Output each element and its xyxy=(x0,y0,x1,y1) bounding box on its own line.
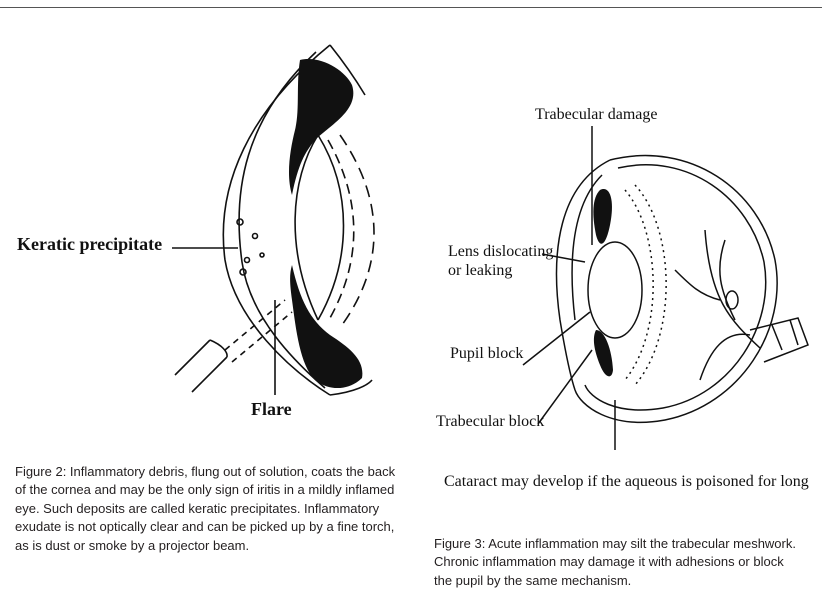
lens-dislocating-label-line1: Lens dislocating xyxy=(448,243,553,261)
figure-3-illustration: Trabecular damage Lens dislocating or le… xyxy=(420,0,822,500)
cataract-label: Cataract may develop if the aqueous is p… xyxy=(444,473,809,491)
keratic-precipitate-label: Keratic precipitate xyxy=(17,234,162,255)
figure-2-illustration: Keratic precipitate Flare xyxy=(0,0,420,440)
pupil-block-label: Pupil block xyxy=(450,345,523,363)
trabecular-damage-label: Trabecular damage xyxy=(535,106,657,124)
trabecular-block-label: Trabecular block xyxy=(436,413,544,431)
lens-dislocating-label-line2: or leaking xyxy=(448,262,512,280)
figure-2-caption: Figure 2: Inflammatory debris, flung out… xyxy=(15,463,400,555)
flare-label: Flare xyxy=(251,399,292,420)
figure-3-caption: Figure 3: Acute inflammation may silt th… xyxy=(434,535,799,590)
eye-cross-section-drawing xyxy=(0,0,420,440)
